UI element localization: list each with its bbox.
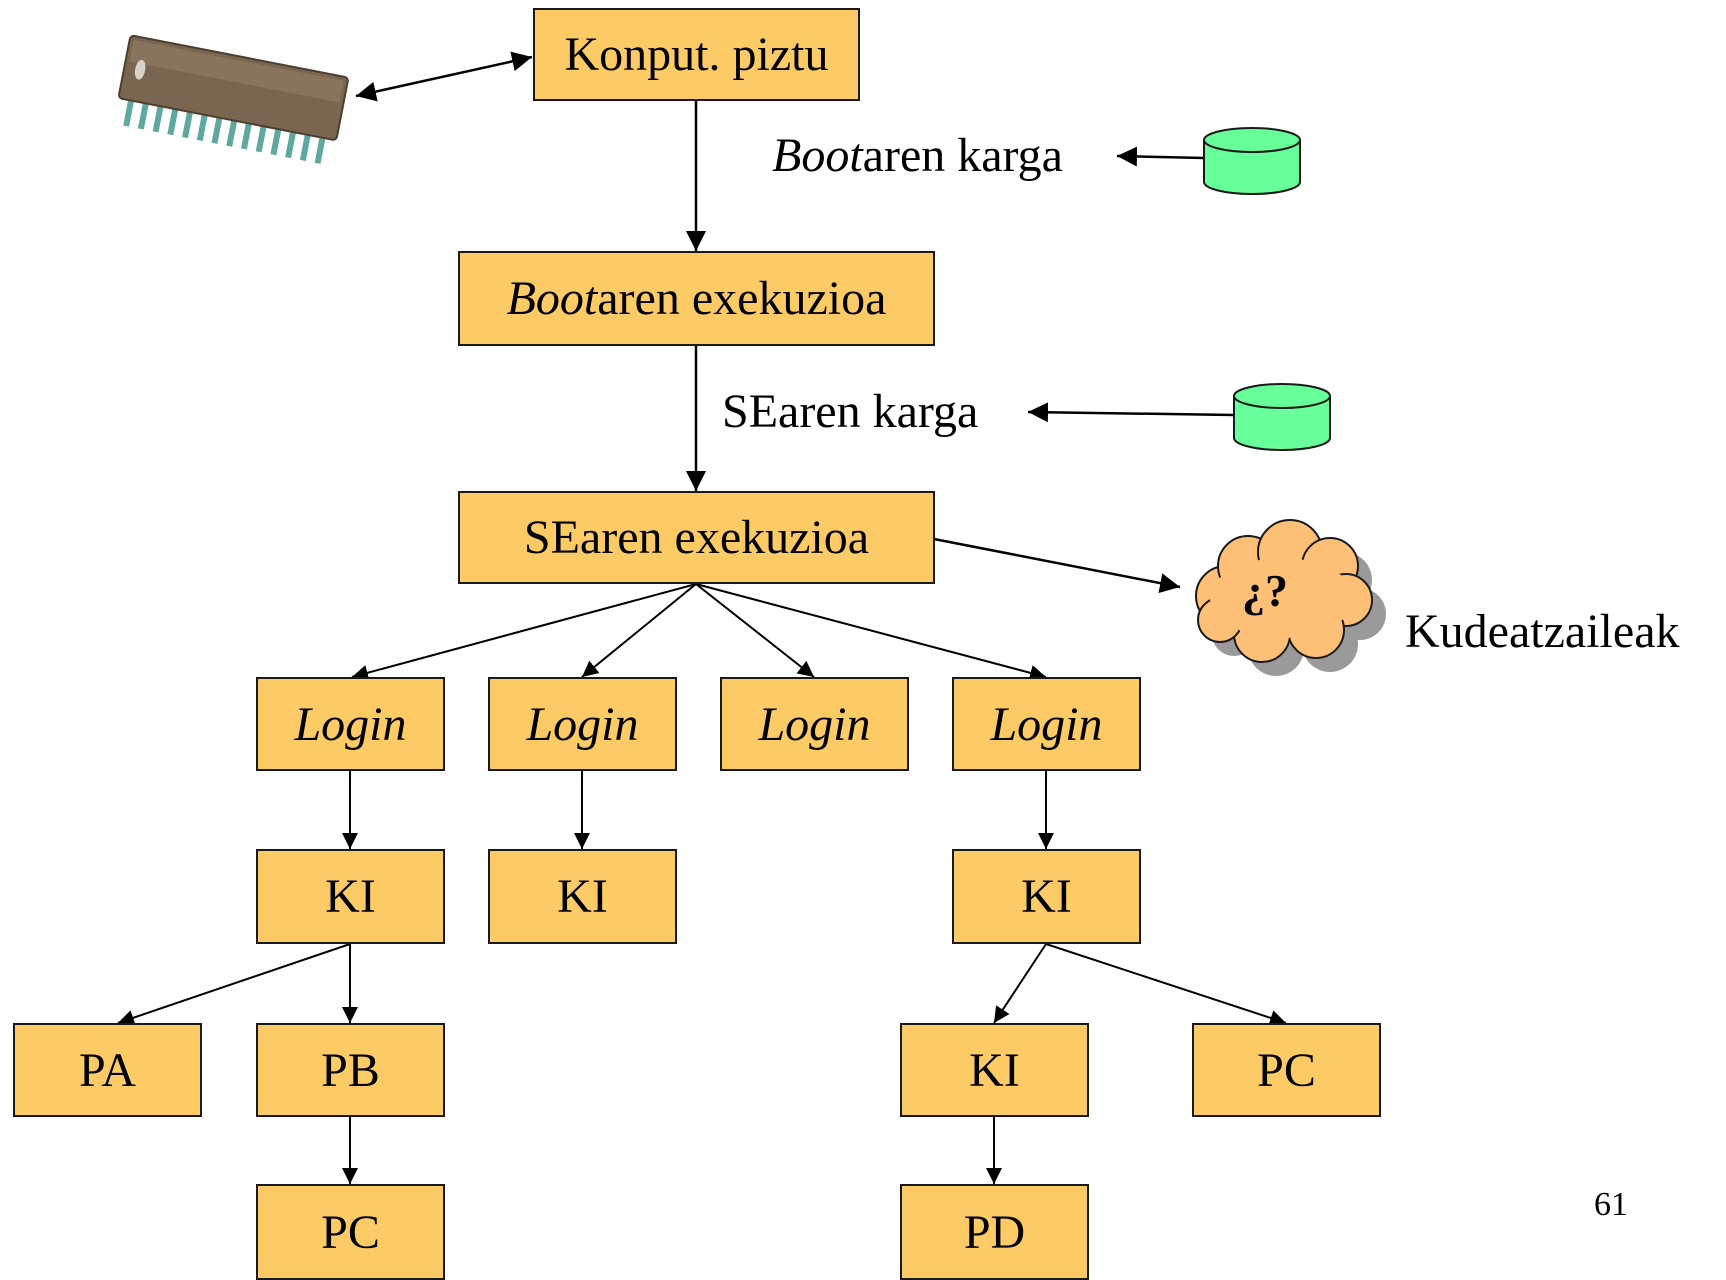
login-box-2: Login xyxy=(488,677,677,771)
ki3-to-pc2-arrow xyxy=(1045,943,1287,1026)
chip-power-arrow xyxy=(355,51,533,102)
pa-label: PA xyxy=(79,1043,136,1097)
disk-cylinder-icon xyxy=(1233,383,1331,451)
os-to-login3-arrow xyxy=(695,583,815,678)
os-to-login4-arrow xyxy=(695,583,1047,681)
ki-label: KI xyxy=(557,870,608,923)
boot-load-label: Bootaren karga xyxy=(772,129,1063,182)
os-to-login1-arrow xyxy=(351,583,697,681)
pb-box: PB xyxy=(256,1023,445,1117)
login-label: Login xyxy=(758,697,871,751)
ki-label: KI xyxy=(325,870,376,923)
pd-box: PD xyxy=(900,1184,1089,1280)
os-execution-label: SEaren exekuzioa xyxy=(523,511,870,564)
login-label: Login xyxy=(294,697,407,751)
pb-label: PB xyxy=(321,1043,380,1097)
login-box-1: Login xyxy=(256,677,445,771)
pd-label: PD xyxy=(963,1205,1026,1259)
ki-box-1: KI xyxy=(256,849,445,944)
ki-box-4: KI xyxy=(900,1023,1089,1117)
os-to-login2-arrow xyxy=(581,583,697,678)
login-label: Login xyxy=(990,697,1103,751)
cloud-icon xyxy=(1195,519,1386,676)
power-on-label: Konput. piztu xyxy=(564,28,829,81)
ki-label: KI xyxy=(969,1043,1020,1097)
pc-box-1: PC xyxy=(256,1184,445,1280)
cloud-question-text: ¿? xyxy=(1242,565,1288,616)
disk2-to-osload-arrow xyxy=(1027,402,1235,423)
ki-box-2: KI xyxy=(488,849,677,944)
ki-box-3: KI xyxy=(952,849,1141,944)
memory-chip-icon xyxy=(118,34,349,164)
ki1-to-pa-arrow xyxy=(117,943,351,1026)
disk1-to-bootload-arrow xyxy=(1116,146,1205,167)
os-load-label: SEaren karga xyxy=(722,385,979,438)
pc-label: PC xyxy=(321,1205,380,1259)
os-to-cloud-arrow xyxy=(933,537,1181,593)
boot-execution-label: Bootaren exekuzioa xyxy=(506,272,887,325)
ki-label: KI xyxy=(1021,870,1072,923)
power-on-box: Konput. piztu xyxy=(533,8,860,101)
login-label: Login xyxy=(526,697,639,751)
ki3-to-ki4-arrow xyxy=(993,943,1047,1024)
boot-execution-box: Bootaren exekuzioa xyxy=(458,251,935,346)
pc-box-2: PC xyxy=(1192,1023,1381,1117)
pa-box: PA xyxy=(13,1023,202,1117)
os-execution-box: SEaren exekuzioa xyxy=(458,491,935,584)
page-number: 61 xyxy=(1594,1186,1628,1223)
pc-label: PC xyxy=(1257,1043,1316,1097)
disk-cylinder-icon xyxy=(1203,127,1301,195)
login-box-3: Login xyxy=(720,677,909,771)
login-box-4: Login xyxy=(952,677,1141,771)
managers-label: Kudeatzaileak xyxy=(1405,605,1680,658)
